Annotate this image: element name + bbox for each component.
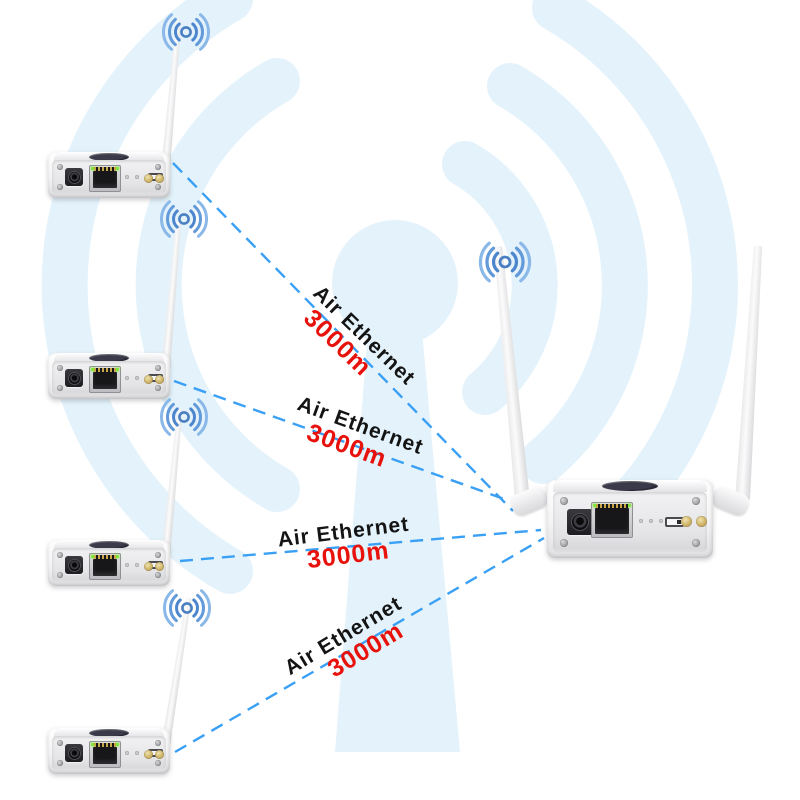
dc-power-jack: [65, 369, 83, 387]
ethernet-led: [114, 743, 119, 746]
antenna-connector: [155, 174, 164, 183]
ethernet-led: [91, 167, 96, 170]
dc-power-jack: [65, 744, 83, 762]
antenna-connector: [144, 174, 153, 183]
antenna-connector: [696, 516, 707, 527]
ethernet-led: [114, 555, 119, 558]
antenna-connector: [681, 516, 692, 527]
screw-icon: [57, 552, 63, 558]
antenna-connector: [144, 375, 153, 384]
screw-icon: [155, 552, 161, 558]
device-body: [48, 728, 170, 774]
ethernet-port: [591, 502, 633, 538]
wireless-transmitter-4: [48, 728, 170, 774]
antenna-connector: [155, 562, 164, 571]
ethernet-led: [91, 743, 96, 746]
ethernet-led: [91, 368, 96, 371]
screw-icon: [57, 740, 63, 746]
device-body: [48, 152, 170, 198]
brand-logo: [602, 481, 658, 491]
screw-icon: [57, 184, 63, 190]
screw-icon: [57, 760, 63, 766]
ethernet-led: [114, 167, 119, 170]
screw-icon: [692, 497, 700, 505]
device-top-face: [54, 353, 164, 362]
antenna-connector: [155, 375, 164, 384]
screw-icon: [560, 539, 568, 547]
ethernet-led: [114, 368, 119, 371]
device-body: [48, 540, 170, 586]
wifi-signal-icon: [161, 13, 211, 51]
link-line-2: [173, 379, 508, 502]
wireless-transmitter-3: [48, 540, 170, 586]
ethernet-port: [89, 553, 121, 580]
screw-icon: [57, 385, 63, 391]
dc-power-jack: [65, 168, 83, 186]
ethernet-port: [89, 366, 121, 393]
device-body: [48, 353, 170, 399]
ethernet-port: [89, 741, 121, 768]
screw-icon: [57, 572, 63, 578]
brand-logo: [89, 152, 129, 161]
wireless-transmitter-1: [48, 152, 170, 198]
brand-logo: [89, 540, 129, 549]
ethernet-led: [593, 504, 598, 507]
screw-icon: [692, 539, 700, 547]
screw-icon: [155, 572, 161, 578]
screw-icon: [57, 365, 63, 371]
device-top-face: [54, 540, 164, 549]
screw-icon: [155, 365, 161, 371]
screw-icon: [155, 740, 161, 746]
ethernet-led: [91, 555, 96, 558]
ethernet-led: [626, 504, 631, 507]
brand-logo: [89, 353, 129, 362]
screw-icon: [155, 760, 161, 766]
link-line-3: [179, 528, 542, 563]
antenna-connector: [155, 750, 164, 759]
wifi-signal-icon: [162, 589, 212, 627]
antenna-connector: [144, 750, 153, 759]
ethernet-port: [89, 165, 121, 192]
link-line-4: [174, 536, 545, 754]
wifi-signal-icon: [159, 200, 209, 238]
antenna-connector: [144, 562, 153, 571]
screw-icon: [57, 164, 63, 170]
screw-icon: [155, 164, 161, 170]
wifi-signal-icon: [159, 398, 209, 436]
device-top-face: [553, 480, 707, 492]
device-top-face: [54, 152, 164, 161]
dc-power-jack: [567, 509, 593, 535]
device-top-face: [54, 728, 164, 737]
wifi-signal-icon: [478, 241, 532, 283]
screw-icon: [560, 497, 568, 505]
screw-icon: [155, 385, 161, 391]
wireless-router: [547, 480, 713, 558]
status-leds: [639, 519, 663, 523]
brand-logo: [89, 728, 129, 737]
device-body: [547, 480, 713, 558]
screw-icon: [155, 184, 161, 190]
wireless-transmitter-2: [48, 353, 170, 399]
link-line-1: [172, 162, 514, 512]
dc-power-jack: [65, 556, 83, 574]
